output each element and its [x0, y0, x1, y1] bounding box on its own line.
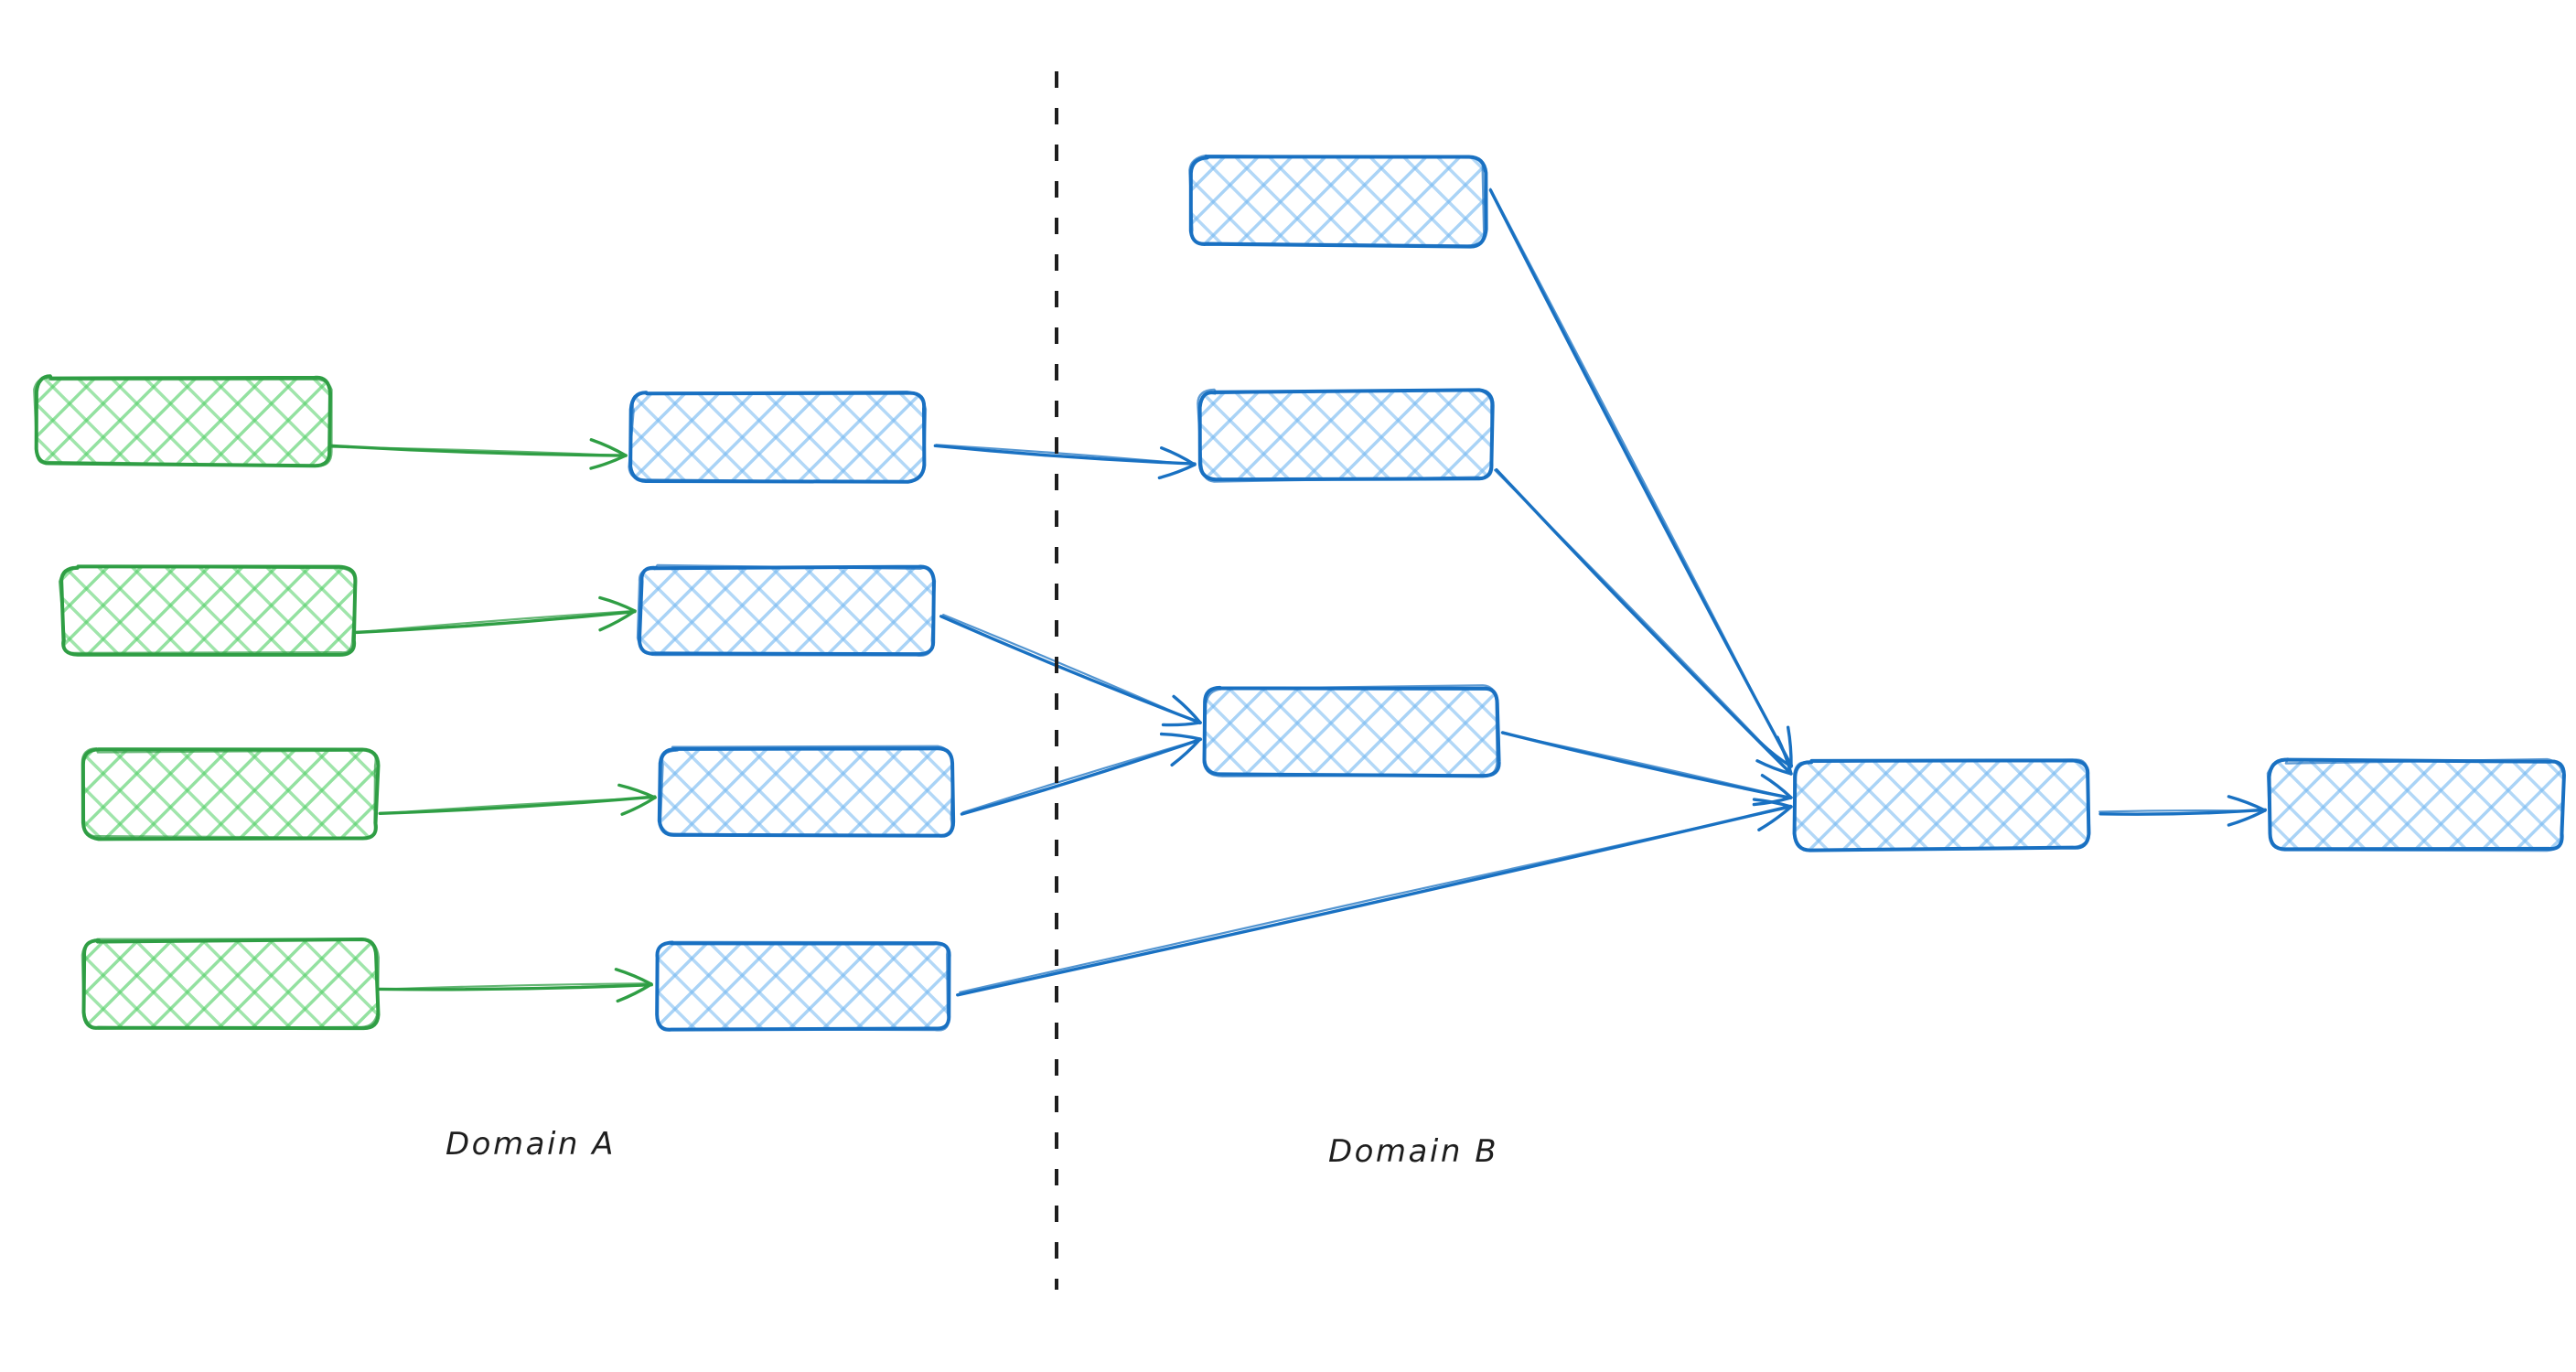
node-outline	[628, 390, 928, 484]
node-fill	[1192, 157, 1485, 245]
lane-label-domain-b: Domain B	[1328, 1133, 1498, 1170]
node-fill	[1796, 761, 2088, 849]
edge-arrowhead	[2227, 809, 2267, 827]
diagram-node-blue-node-hub[interactable]	[1792, 757, 2092, 852]
node-outline	[655, 940, 950, 1032]
edge-arrowhead	[598, 595, 637, 613]
edge-arrowhead	[1786, 725, 1793, 768]
edge-line	[379, 982, 653, 991]
edge-arrowhead	[589, 438, 628, 457]
edge-line	[935, 444, 1196, 466]
edge-line	[1489, 188, 1792, 767]
diagram-node-green-node-2[interactable]	[58, 563, 359, 659]
diagram-edge-edge-a2-b3[interactable]	[939, 614, 1202, 727]
diagram-edge-edge-a1-b2[interactable]	[933, 444, 1197, 480]
diagram-edge-edge-a3-b3[interactable]	[960, 732, 1203, 816]
edge-line	[959, 806, 1792, 993]
node-fill	[84, 750, 377, 838]
diagram-node-green-node-4[interactable]	[80, 937, 381, 1032]
edge-arrowhead	[1159, 732, 1202, 741]
diagram-node-green-node-3[interactable]	[80, 746, 381, 841]
node-fill	[1200, 391, 1493, 479]
node-outline	[2266, 757, 2566, 852]
edge-arrowhead	[1161, 721, 1202, 727]
diagram-edge-edge-a4-hub[interactable]	[956, 798, 1793, 997]
diagram-edge-edge-g2-a2[interactable]	[355, 595, 637, 635]
edge-line	[329, 445, 627, 457]
diagram-node-blue-node-output[interactable]	[2266, 757, 2567, 852]
node-fill	[631, 393, 924, 481]
edge-arrowhead	[1776, 735, 1793, 776]
diagram-node-blue-node-a1[interactable]	[628, 390, 928, 485]
diagram-node-blue-node-b2[interactable]	[1197, 388, 1497, 483]
edge-arrowhead	[598, 609, 637, 632]
lane-labels-layer: Domain A Domain B	[445, 1126, 1498, 1170]
edge-line	[378, 983, 653, 991]
diagram-node-blue-node-a2[interactable]	[636, 563, 937, 659]
diagram-edge-edge-hub-output[interactable]	[2098, 795, 2267, 827]
node-fill	[84, 940, 377, 1028]
edge-arrowhead	[1157, 463, 1197, 480]
node-outline	[1202, 684, 1498, 777]
edge-line	[960, 737, 1203, 816]
node-fill	[37, 377, 329, 465]
edge-line	[942, 614, 1201, 725]
edge-line	[379, 796, 658, 815]
edge-arrowhead	[589, 454, 628, 470]
edge-line	[355, 609, 636, 634]
edge-arrowhead	[1760, 774, 1793, 799]
edge-arrowhead	[1757, 805, 1793, 831]
edge-arrowhead	[617, 783, 657, 799]
node-outline	[1793, 758, 2091, 852]
node-fill	[660, 748, 953, 836]
node-outline	[659, 745, 955, 837]
diagram-edge-edge-g4-a4[interactable]	[378, 968, 653, 1003]
edge-line	[2098, 809, 2266, 813]
edge-arrowhead	[1170, 737, 1202, 767]
node-fill	[1206, 688, 1498, 776]
lane-label-domain-a: Domain A	[445, 1126, 616, 1163]
diagram-node-blue-node-b1[interactable]	[1188, 154, 1488, 249]
diagram-edge-edge-b2-hub[interactable]	[1494, 467, 1793, 776]
node-outline	[80, 938, 381, 1030]
edge-arrowhead	[616, 982, 653, 1003]
node-outline	[1197, 388, 1494, 483]
diagram-node-blue-node-a3[interactable]	[657, 745, 957, 840]
diagram-edge-edge-b1-hub[interactable]	[1488, 188, 1794, 768]
edge-arrowhead	[1172, 694, 1202, 724]
diagram-edge-edge-g3-a3[interactable]	[378, 783, 658, 816]
diagram-edge-edge-b3-hub[interactable]	[1500, 731, 1793, 807]
edges-layer	[328, 188, 2267, 1003]
node-fill	[2270, 761, 2563, 849]
edge-arrowhead	[2227, 795, 2267, 812]
edge-arrowhead	[1752, 798, 1793, 809]
edge-line	[1501, 732, 1792, 799]
diagram-node-blue-node-b3[interactable]	[1202, 684, 1502, 779]
node-outline	[33, 377, 333, 467]
diagram-node-blue-node-a4[interactable]	[653, 938, 953, 1034]
nodes-layer	[33, 154, 2567, 1034]
node-fill	[657, 942, 950, 1030]
edge-line	[1494, 468, 1793, 775]
edge-line	[961, 738, 1203, 814]
diagram-node-green-node-1[interactable]	[33, 373, 333, 468]
edge-arrowhead	[1755, 759, 1793, 776]
edge-arrowhead	[620, 796, 657, 816]
node-fill	[640, 567, 933, 655]
node-outline	[80, 746, 377, 840]
edge-arrowhead	[614, 968, 653, 986]
node-outline	[636, 563, 937, 657]
edge-arrowhead	[1159, 446, 1197, 466]
diagram-edge-edge-g1-a1[interactable]	[328, 438, 628, 470]
node-fill	[62, 567, 355, 655]
node-outline	[58, 565, 358, 655]
edge-line	[355, 610, 637, 635]
node-outline	[1188, 154, 1486, 247]
